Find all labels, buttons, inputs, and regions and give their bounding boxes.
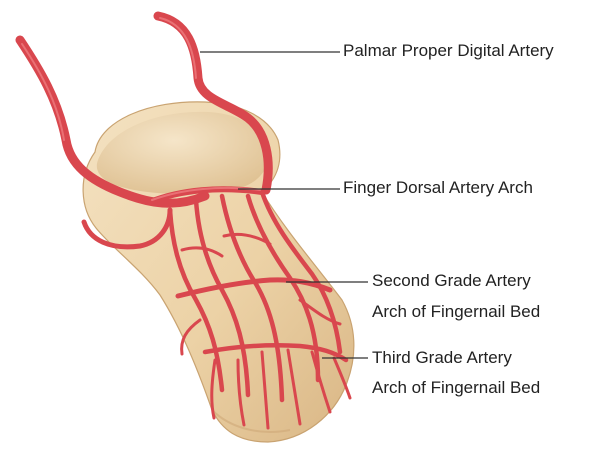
label-palmar-proper-digital-artery: Palmar Proper Digital Artery — [343, 41, 554, 61]
label-finger-dorsal-artery-arch: Finger Dorsal Artery Arch — [343, 178, 533, 198]
label-third-grade-artery: Third Grade Artery — [372, 348, 512, 368]
distal-phalanx-bone — [83, 102, 354, 442]
label-second-grade-arch-of-fingernail-bed: Arch of Fingernail Bed — [372, 302, 540, 322]
label-second-grade-artery: Second Grade Artery — [372, 271, 531, 291]
label-third-grade-arch-of-fingernail-bed: Arch of Fingernail Bed — [372, 378, 540, 398]
